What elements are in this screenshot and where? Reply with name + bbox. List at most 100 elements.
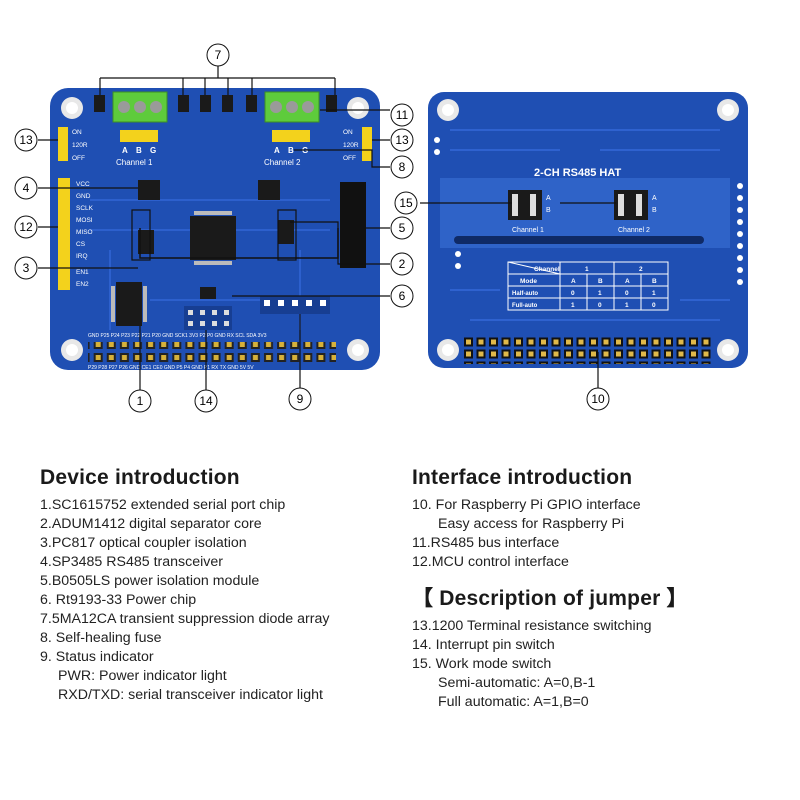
callout-13-left: 13 [14, 128, 38, 152]
interface-item: 10. For Raspberry Pi GPIO interface [412, 497, 641, 513]
device-item: 7.5MA12CA transient suppression diode ar… [40, 611, 330, 627]
mcu-pin-gnd: GND [76, 193, 91, 200]
rs485-terminal-ch1 [112, 91, 168, 123]
device-item: 5.B0505LS power isolation module [40, 573, 260, 589]
callout-15: 15 [394, 191, 418, 215]
device-introduction-heading: Device introduction [40, 466, 240, 489]
callout-14: 14 [194, 389, 218, 413]
callout-5: 5 [390, 216, 414, 240]
table-cell: 0 [571, 290, 575, 297]
mcu-pin-mosi: MOSI [76, 217, 93, 224]
svg-text:5: 5 [399, 221, 406, 235]
callout-10: 10 [586, 387, 610, 411]
table-cell: 0 [598, 302, 602, 309]
device-subitem: PWR: Power indicator light [58, 668, 227, 684]
optocoupler-ch2 [278, 220, 294, 244]
svg-text:1: 1 [137, 394, 144, 408]
device-item: 1.SC1615752 extended serial port chip [40, 497, 286, 513]
jumper-item: 14. Interrupt pin switch [412, 637, 555, 653]
interface-introduction-heading: Interface introduction [412, 466, 633, 489]
table-mode: Mode [520, 278, 537, 285]
callout-1: 1 [128, 389, 152, 413]
mode-table [507, 261, 669, 311]
mcu-pin-vcc: VCC [76, 181, 90, 188]
jumper-b-ch2: B [288, 146, 294, 155]
jumper-item: 13.1200 Terminal resistance switching [412, 618, 652, 634]
svg-text:9: 9 [297, 392, 304, 406]
120r-label-left: 120R [72, 142, 88, 149]
mcu-pin-en2: EN2 [76, 281, 89, 288]
callout-12: 12 [14, 215, 38, 239]
table-cell: 1 [598, 290, 602, 297]
mcu-control-header [58, 178, 70, 290]
callouts: 7 13 13 1 1 8 4 12 3 5 2 6 15 1 14 9 10 [14, 43, 610, 413]
device-item: 2.ADUM1412 digital separator core [40, 516, 262, 532]
table-header-channel: Channel [534, 266, 560, 273]
device-item: 6. Rt9193-33 Power chip [40, 592, 197, 608]
callout-9: 9 [288, 387, 312, 411]
sp3485-ch1 [138, 180, 160, 200]
back-channel-2-label: Channel 2 [618, 227, 650, 234]
jumper-a-ch1: A [122, 146, 128, 155]
svg-text:8: 8 [399, 160, 406, 174]
tvs-diodes [94, 95, 337, 112]
jumper-subitem: Semi-automatic: A=0,B-1 [438, 675, 596, 691]
off-label-right: OFF [343, 155, 356, 162]
table-b2: B [652, 278, 657, 285]
svg-text:2: 2 [399, 257, 406, 271]
table-a2: A [625, 278, 630, 285]
svg-text:10: 10 [591, 392, 605, 406]
jumper-g-ch1: G [150, 146, 156, 155]
table-header-2: 2 [639, 266, 643, 273]
callout-2: 2 [390, 252, 414, 276]
mounting-holes [61, 97, 369, 361]
work-mode-switch-ch2 [614, 190, 648, 220]
120r-label-right: 120R [343, 142, 359, 149]
mcu-pin-cs: CS [76, 241, 86, 248]
gpio-top-labels: GND P25 P24 P23 P22 P21 P20 GND SCK1 3V3… [88, 333, 267, 339]
gpio-pads-front [88, 342, 336, 364]
svg-text:13: 13 [395, 133, 409, 147]
device-item: 8. Self-healing fuse [40, 630, 162, 646]
jumper-b-ch1: B [136, 146, 142, 155]
sc16is752-chip [116, 282, 142, 326]
mcu-pin-miso: MISO [76, 229, 93, 236]
jumper-description-section: 【 Description of jumper 】 13.1200 Termin… [412, 582, 688, 712]
adum1412-chip [190, 216, 236, 260]
rt9193-chip [200, 287, 216, 299]
switch-a-ch2: A [652, 195, 657, 202]
gpio-header-back [462, 336, 712, 364]
back-board-title: 2-CH RS485 HAT [534, 167, 621, 179]
termination-jumper-right [362, 127, 372, 161]
gpio-bottom-labels: P29 P28 P27 P26 GND CE1 CE0 GND P5 P4 GN… [88, 365, 254, 371]
svg-text:7: 7 [215, 48, 222, 62]
rs485-terminal-ch2 [264, 91, 320, 123]
table-cell: 0 [652, 302, 656, 309]
mcu-pin-irq: IRQ [76, 253, 88, 260]
back-board: 2-CH RS485 HAT A B A B Channel 1 Channel… [428, 92, 748, 368]
table-row-full-auto: Full-auto [512, 303, 538, 309]
callout-13-right: 13 [390, 128, 414, 152]
table-a1: A [571, 278, 576, 285]
callout-3: 3 [14, 256, 38, 280]
on-label-left: ON [72, 129, 82, 136]
channel-1-label: Channel 1 [116, 158, 153, 167]
interface-item: 11.RS485 bus interface [412, 535, 560, 551]
callout-4: 4 [14, 176, 38, 200]
callout-7: 7 [206, 43, 230, 67]
jumper-subitem: Full automatic: A=1,B=0 [438, 694, 589, 710]
jumper-ch2 [272, 130, 310, 142]
switch-b-ch1: B [546, 207, 551, 214]
callout-8: 8 [390, 155, 414, 179]
board-illustration: A B G A B G Channel 1 Channel 2 ON 120R … [14, 43, 748, 413]
svg-text:4: 4 [23, 181, 30, 195]
interface-subitem: Easy access for Raspberry Pi [438, 516, 625, 532]
table-header-1: 1 [585, 266, 589, 273]
device-item: 4.SP3485 RS485 transceiver [40, 554, 223, 570]
switch-b-ch2: B [652, 207, 657, 214]
callout-6: 6 [390, 284, 414, 308]
callout-lines [38, 66, 616, 390]
jumper-ch1 [120, 130, 158, 142]
table-cell: 1 [652, 290, 656, 297]
device-item: 9. Status indicator [40, 649, 154, 665]
